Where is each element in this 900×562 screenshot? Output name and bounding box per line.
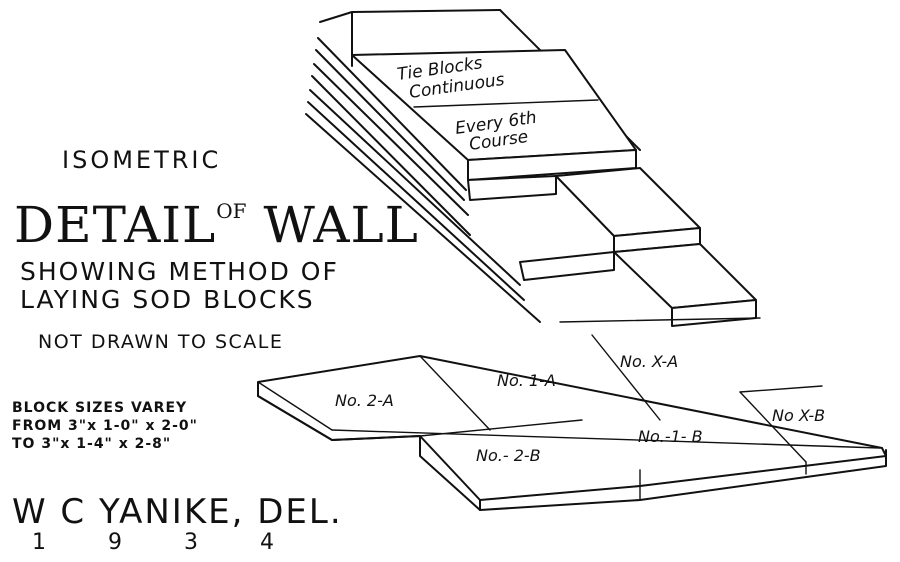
label-no-xa: No. X-A <box>620 352 678 371</box>
title-detail: DETAIL <box>14 196 217 254</box>
base-course-blocks <box>257 317 887 511</box>
label-no-2a: No. 2-A <box>335 391 394 410</box>
note-not-to-scale: NOT DRAWN TO SCALE <box>38 331 284 353</box>
top-course-blocks <box>351 49 637 201</box>
title-wall: WALL <box>263 196 419 254</box>
label-no-2b: No.- 2-B <box>476 446 541 465</box>
title-laying-sod-blocks: LAYING SOD BLOCKS <box>20 285 315 314</box>
year-digit: 1 <box>32 530 46 555</box>
sizes-note-line3: TO 3"x 1-4" x 2-8" <box>12 436 172 452</box>
title-detail-of-wall: DETAILOF WALL <box>14 196 419 254</box>
year-digit: 4 <box>260 530 274 555</box>
signature-author: W C YANIKE, DEL. <box>12 492 343 532</box>
sizes-note-line2: FROM 3"x 1-0" x 2-0" <box>12 418 198 434</box>
wall-back-courses <box>305 9 641 323</box>
title-showing-method: SHOWING METHOD OF <box>20 257 339 286</box>
label-no-xb: No X-B <box>772 406 825 425</box>
year-digit: 3 <box>184 530 198 555</box>
label-no-1a: No. 1-A <box>497 371 556 390</box>
sizes-note-line1: BLOCK SIZES VAREY <box>12 400 188 416</box>
title-of: OF <box>216 199 247 223</box>
step-course-blocks <box>519 167 757 327</box>
year-digit: 9 <box>108 530 122 555</box>
title-isometric: ISOMETRIC <box>62 146 222 174</box>
label-no-1b: No.-1- B <box>638 427 703 446</box>
